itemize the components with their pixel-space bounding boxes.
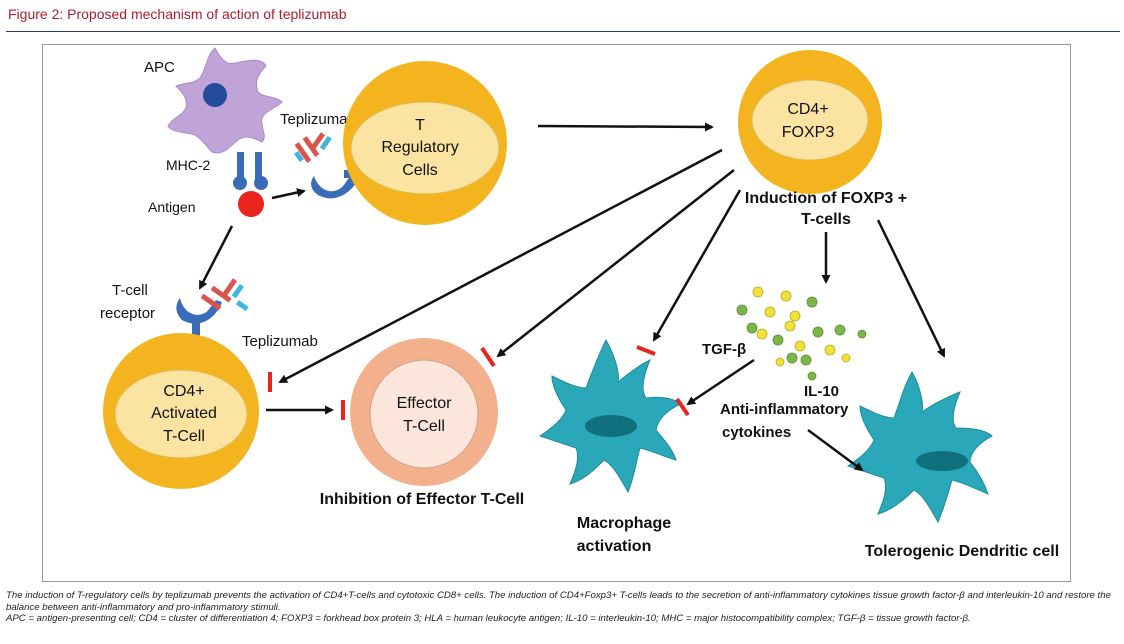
tolerogenic-label: Tolerogenic Dendritic cell <box>865 543 1059 560</box>
il10-label: IL-10 <box>804 383 839 400</box>
cd4-activated-label-3: T-Cell <box>163 428 205 445</box>
arrow-tgf-to-macrophage <box>686 358 755 406</box>
anti-inflammatory-label-1: Anti-inflammatory <box>720 401 849 418</box>
macrophage-label-2: activation <box>577 538 652 555</box>
macrophage-nucleus <box>585 415 637 437</box>
cd4-foxp3-cell <box>738 50 882 194</box>
arrow-foxp3-to-macrophage <box>652 189 742 342</box>
apc-label: APC <box>144 59 175 76</box>
teplizumab-antibody-icon-top <box>294 132 332 163</box>
anti-inflammatory-label-2: cytokines <box>722 424 791 441</box>
treg-label-1: T <box>415 117 425 134</box>
cd4-activated-label-1: CD4+ <box>163 383 204 400</box>
arrow-treg-to-foxp3 <box>537 122 714 132</box>
tgf-label: TGF-β <box>702 341 746 358</box>
arrow-foxp3-to-effector <box>496 169 735 358</box>
mhc2-label: MHC-2 <box>166 157 211 173</box>
arrow-foxp3-to-dendritic <box>876 219 946 358</box>
effector-tcell <box>350 338 498 486</box>
dendritic-nucleus <box>916 451 968 471</box>
inhibition-bars <box>268 345 690 420</box>
caption-line-2: APC = antigen-presenting cell; CD4 = clu… <box>6 613 971 624</box>
inhibition-label: Inhibition of Effector T-Cell <box>320 491 524 508</box>
cytokine-dots <box>736 286 867 381</box>
caption-line-1: The induction of T-regulatory cells by t… <box>6 590 1111 613</box>
inhibit-bar-macrophage-right <box>675 397 690 417</box>
cd4-foxp3-label-2: FOXP3 <box>782 124 835 141</box>
cd4-foxp3-label-1: CD4+ <box>787 101 828 118</box>
teplizumab-label-top: Teplizumab <box>280 111 356 128</box>
tcell-receptor-label-2: receptor <box>100 305 155 322</box>
arrow-antigen-to-treg <box>271 188 306 200</box>
effector-label-1: Effector <box>397 395 453 412</box>
arrows <box>198 122 946 472</box>
figure-caption: The induction of T-regulatory cells by t… <box>6 590 1116 625</box>
treg-label-3: Cells <box>402 162 438 179</box>
antigen-icon <box>238 191 264 217</box>
teplizumab-antibody-icon-bottom <box>200 278 249 312</box>
macrophage-label-1: Macrophage <box>577 515 671 532</box>
cd4-activated-label-2: Activated <box>151 405 217 422</box>
tcell-receptor-label-1: T-cell <box>112 282 148 299</box>
mhc2-icon <box>233 152 268 190</box>
arrow-cytokines-to-dendritic <box>807 428 864 472</box>
tcell-receptor-icon <box>176 298 222 344</box>
induction-label-2: T-cells <box>801 211 851 228</box>
treg-label-2: Regulatory <box>381 139 458 156</box>
macrophage-cell <box>538 338 681 494</box>
effector-label-2: T-Cell <box>403 418 445 435</box>
arrow-foxp3-to-cd4 <box>278 148 723 384</box>
inhibit-bar-macrophage-top <box>636 345 656 356</box>
apc-nucleus <box>203 83 227 107</box>
apc-cell <box>167 47 283 154</box>
figure-title: Figure 2: Proposed mechanism of action o… <box>8 6 347 22</box>
antigen-label: Antigen <box>148 199 195 215</box>
title-rule <box>6 31 1120 32</box>
cd4-activated-tcell <box>103 333 259 489</box>
diagram-frame <box>42 44 1071 582</box>
tolerogenic-dendritic-cell <box>846 370 993 524</box>
t-regulatory-cell <box>343 61 507 225</box>
teplizumab-label-bottom: Teplizumab <box>242 333 318 350</box>
induction-label-1: Induction of FOXP3 + <box>745 190 907 207</box>
inhibit-bar-effector-top <box>480 346 496 368</box>
arrow-antigen-to-tcell <box>198 225 234 290</box>
